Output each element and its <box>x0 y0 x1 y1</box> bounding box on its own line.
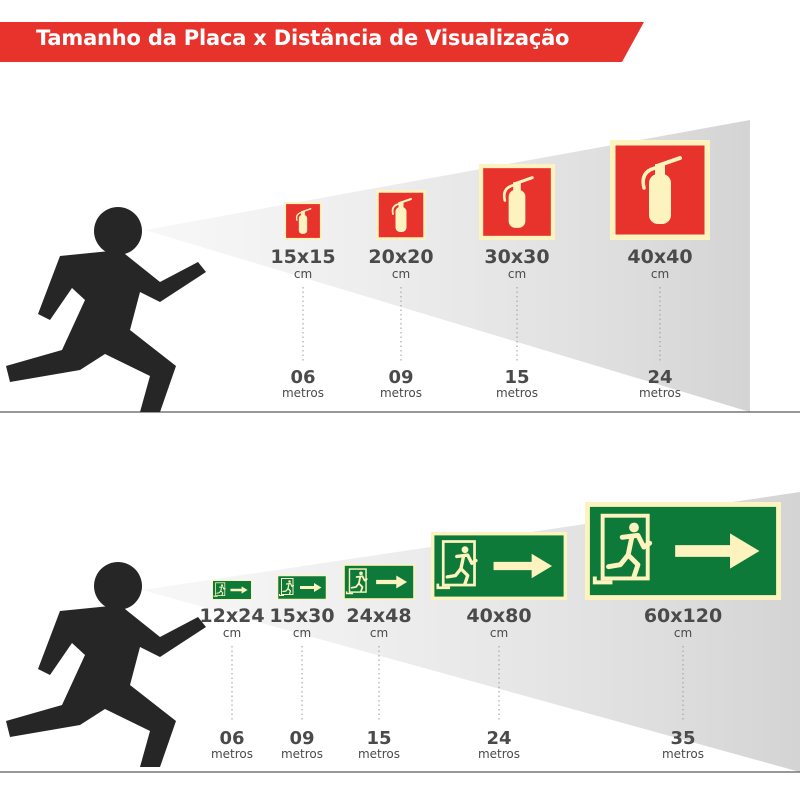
distance-value: 15 <box>504 367 529 388</box>
distance-unit-label: metros <box>358 747 400 761</box>
size-unit-label: cm <box>508 267 526 281</box>
extinguisher-sign-icon <box>479 164 555 240</box>
distance-value: 35 <box>670 728 695 749</box>
view-cone <box>145 120 750 412</box>
exit-sign-icon <box>277 575 327 600</box>
sign-size-label: 60x120 <box>644 605 722 627</box>
sign-size-label: 24x48 <box>346 605 411 627</box>
running-person-icon <box>6 207 206 412</box>
distance-value: 06 <box>219 728 244 749</box>
distance-value: 24 <box>486 728 511 749</box>
extinguisher-sign-icon <box>610 140 710 240</box>
size-unit-label: cm <box>294 267 312 281</box>
running-person-icon <box>6 562 206 767</box>
sign-size-label: 30x30 <box>484 246 549 268</box>
exit-sign-icon <box>343 564 415 600</box>
distance-unit-label: metros <box>478 747 520 761</box>
distance-value: 09 <box>289 728 314 749</box>
sign-size-label: 40x80 <box>466 605 531 627</box>
distance-unit-label: metros <box>639 386 681 400</box>
sign-size-label: 12x24 <box>199 605 264 627</box>
distance-unit-label: metros <box>380 386 422 400</box>
sign-size-label: 20x20 <box>368 246 433 268</box>
distance-value: 24 <box>647 367 672 388</box>
size-unit-label: cm <box>370 626 388 640</box>
distance-unit-label: metros <box>211 747 253 761</box>
distance-unit-label: metros <box>281 747 323 761</box>
size-unit-label: cm <box>392 267 410 281</box>
distance-unit-label: metros <box>282 386 324 400</box>
sign-size-label: 15x30 <box>269 605 334 627</box>
distance-value: 06 <box>290 367 315 388</box>
exit-sign-icon <box>431 532 567 600</box>
size-unit-label: cm <box>293 626 311 640</box>
extinguisher-sign-icon <box>284 202 322 240</box>
exit-sign-icon <box>212 580 252 600</box>
size-unit-label: cm <box>651 267 669 281</box>
page-title: Tamanho da Placa x Distância de Visualiz… <box>36 26 570 50</box>
sign-size-label: 15x15 <box>270 246 335 268</box>
distance-value: 15 <box>366 728 391 749</box>
distance-value: 09 <box>388 367 413 388</box>
distance-unit-label: metros <box>662 747 704 761</box>
extinguisher-sign-icon <box>376 190 426 240</box>
size-unit-label: cm <box>223 626 241 640</box>
size-unit-label: cm <box>674 626 692 640</box>
size-unit-label: cm <box>490 626 508 640</box>
exit-sign-icon <box>585 502 781 600</box>
distance-unit-label: metros <box>496 386 538 400</box>
section-exit-signs: 12x24cm06metros15x30cm09metros24x48cm15m… <box>0 492 800 773</box>
title-banner <box>0 22 644 62</box>
sign-size-label: 40x40 <box>627 246 692 268</box>
section-extinguisher-signs: 15x15cm06metros20x20cm09metros30x30cm15m… <box>0 120 800 413</box>
